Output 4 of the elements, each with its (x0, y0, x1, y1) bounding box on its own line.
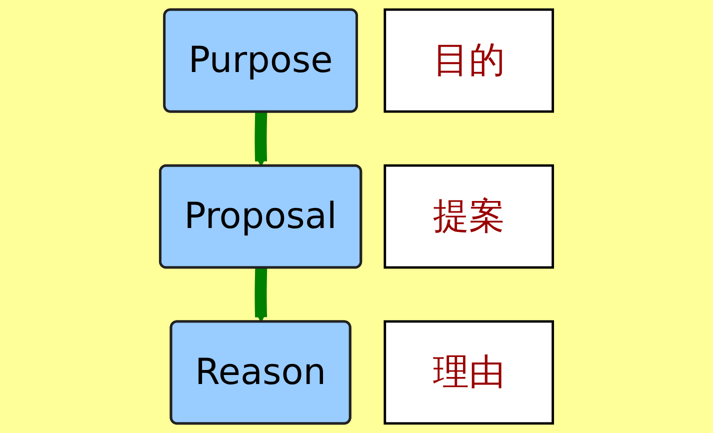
node-box: 提案 (384, 164, 554, 269)
arrow (254, 110, 268, 167)
node-box: 理由 (384, 320, 554, 425)
node-box: 目的 (384, 8, 554, 113)
